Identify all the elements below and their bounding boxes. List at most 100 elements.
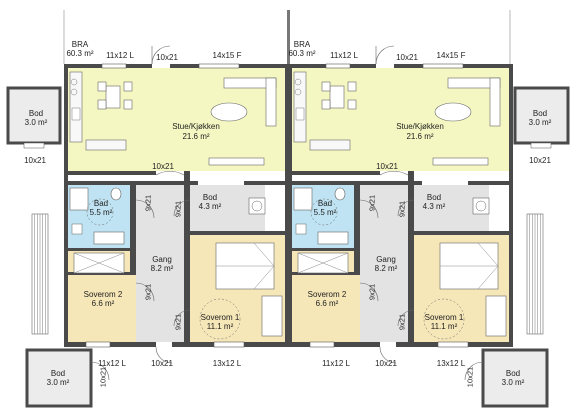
- sofa: [265, 77, 277, 127]
- window: [325, 63, 351, 69]
- door-swing: [90, 361, 110, 381]
- washer: [71, 223, 83, 235]
- room-area-stue: 21.6 m²: [406, 132, 434, 141]
- water-heater: [248, 197, 266, 215]
- chair: [123, 81, 133, 92]
- shower: [69, 187, 89, 211]
- sink: [295, 107, 305, 121]
- wall: [292, 171, 380, 175]
- washer: [295, 223, 307, 235]
- toilet: [110, 187, 122, 201]
- chair: [347, 81, 357, 92]
- chair: [347, 99, 357, 110]
- wall: [414, 231, 513, 235]
- dining-table: [105, 85, 121, 109]
- coffee-table: [434, 102, 472, 122]
- room-area-soverom1: 11.1 m²: [430, 322, 458, 331]
- wall: [184, 171, 190, 185]
- room-fill-soverom2: [68, 275, 136, 342]
- turning-circle: [199, 298, 241, 340]
- window: [101, 63, 127, 69]
- stove-ring: [70, 88, 78, 96]
- door-label: 10x21: [376, 162, 398, 171]
- chair: [97, 99, 107, 110]
- door-swing: [155, 171, 185, 176]
- bath-sink: [93, 231, 125, 245]
- bed-cover-line: [477, 265, 499, 290]
- outer-storage-top-right: [513, 86, 570, 145]
- sofa: [489, 77, 501, 127]
- outer-storage-bottom-left: [25, 348, 93, 408]
- party-wall: [287, 10, 290, 64]
- wall: [130, 185, 136, 275]
- wall: [68, 272, 130, 275]
- wall: [288, 64, 292, 347]
- window: [437, 341, 469, 348]
- room-name-stue: Stue/Kjøkken: [396, 122, 444, 131]
- room-fill-soverom2: [292, 275, 360, 342]
- door-opening: [23, 142, 45, 149]
- door-swing: [359, 282, 379, 302]
- stove-ring: [294, 88, 302, 96]
- room-area-gang: 8.2 m²: [374, 264, 398, 273]
- shower: [293, 187, 313, 211]
- kitchen-counter: [309, 139, 351, 151]
- wall: [64, 64, 289, 68]
- wall: [288, 64, 513, 68]
- door-swing: [397, 199, 415, 217]
- wardrobe: [261, 295, 283, 337]
- window: [213, 341, 245, 348]
- window-label: 13x12 L: [436, 359, 466, 368]
- wardrobe: [485, 295, 507, 337]
- room-area-bod: 4.3 m²: [422, 202, 446, 211]
- room-area-gang: 8.2 m²: [150, 264, 174, 273]
- bra-label: BRA: [293, 40, 311, 49]
- door-label: 9x21: [397, 313, 407, 331]
- room-area-stue: 21.6 m²: [182, 132, 210, 141]
- water-heater: [472, 197, 490, 215]
- coffee-table: [210, 102, 248, 122]
- bra-label: BRA: [71, 40, 89, 49]
- room-name-bod: Bod: [426, 193, 442, 202]
- stove-ring: [70, 78, 78, 86]
- door-label: 9x21: [367, 283, 377, 301]
- apartment-unit-left: [64, 45, 289, 364]
- outer-storage-bottom-right: [481, 348, 549, 408]
- room-name-bad: Bad: [93, 199, 109, 208]
- bed-cover-line: [477, 242, 499, 267]
- dining-table: [329, 85, 345, 109]
- wall: [244, 181, 289, 185]
- door-swing: [155, 346, 173, 364]
- window-label: 11x12 L: [330, 51, 358, 60]
- door-label: 10x21: [529, 156, 551, 165]
- window: [309, 341, 335, 348]
- tv-bench: [432, 157, 489, 166]
- room-name-soverom2: Soverom 2: [307, 290, 347, 299]
- room-area-soverom2: 6.6 m²: [91, 299, 115, 308]
- room-name-bod-outer: Bod: [505, 369, 521, 378]
- wall: [408, 185, 414, 342]
- room-area-soverom2: 6.6 m²: [315, 299, 339, 308]
- room-name-soverom1: Soverom 1: [200, 313, 240, 322]
- bed-cover-line: [297, 252, 349, 274]
- tv-bench: [208, 157, 265, 166]
- door-label: 9x21: [143, 283, 153, 301]
- wall: [468, 181, 513, 185]
- door-label: 9x21: [173, 200, 183, 218]
- wall: [292, 181, 422, 185]
- window: [85, 341, 111, 348]
- sink: [71, 107, 81, 121]
- room-name-bod-outer: Bod: [28, 109, 44, 118]
- stairs-left: [31, 213, 49, 335]
- wall: [64, 64, 68, 347]
- door-swing: [379, 346, 397, 364]
- room-area-bad: 5.5 m²: [89, 208, 113, 217]
- wall: [408, 171, 414, 185]
- chair: [321, 99, 331, 110]
- door-swing: [135, 199, 155, 219]
- door-label: 10x21: [375, 359, 397, 368]
- turning-circle: [423, 298, 465, 340]
- room-name-bad: Bad: [317, 199, 333, 208]
- door-swing: [464, 361, 484, 381]
